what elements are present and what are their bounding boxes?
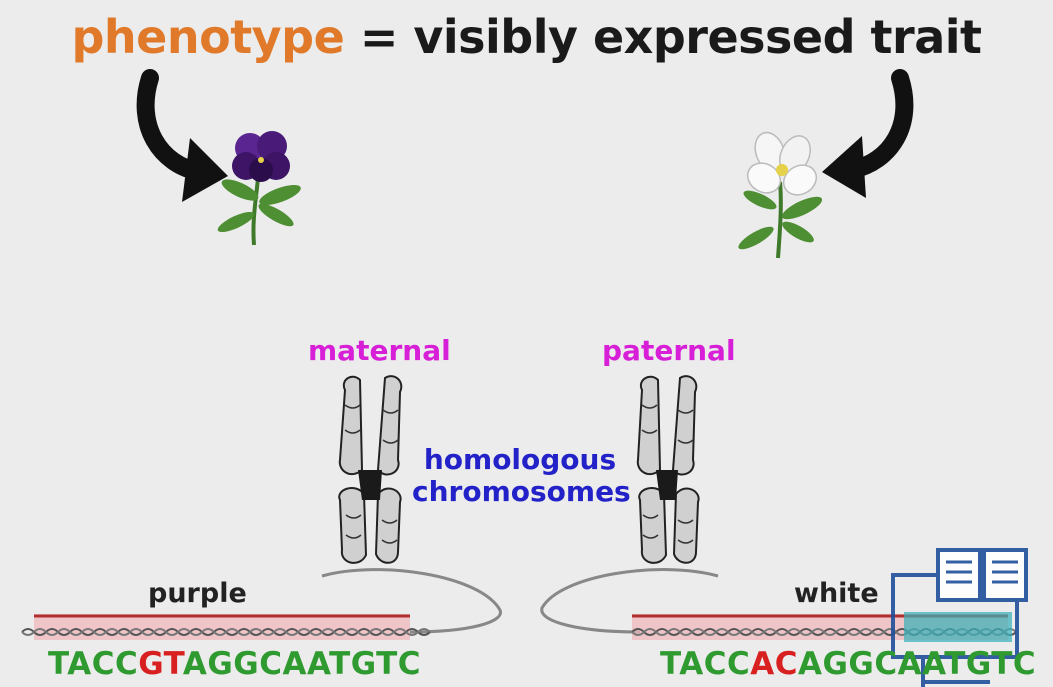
maternal-label: maternal: [308, 334, 451, 367]
page-title: phenotype = visibly expressed trait: [0, 10, 1053, 64]
left-dna-sequence: TACCGTAGGCAATGTC: [48, 646, 421, 682]
homologous-line1: homologous: [423, 443, 617, 476]
title-term: phenotype: [71, 10, 345, 64]
right-seq-mutation: AC: [750, 646, 798, 682]
curved-arrow-icon: [136, 69, 228, 202]
paternal-label: paternal: [602, 334, 736, 367]
curved-arrow-icon: [822, 69, 914, 198]
dna-strand-icon: [21, 568, 502, 640]
left-seq-prefix: TACC: [48, 646, 139, 682]
right-seq-prefix: TACC: [660, 646, 751, 682]
title-definition: = visibly expressed trait: [359, 10, 982, 64]
watermark-logo-icon: [891, 548, 1028, 687]
white-flower-icon: [738, 131, 823, 259]
left-seq-mutation: GT: [138, 646, 183, 682]
left-seq-suffix: AGGCAATGTC: [182, 646, 422, 682]
purple-flower-icon: [217, 131, 301, 246]
right-seq-suffix: AGGCAATGTC: [797, 646, 1037, 682]
right-dna-sequence: TACCACAGGCAATGTC: [660, 646, 1036, 682]
homologous-chromosomes-label: homologous chromosomes: [412, 443, 631, 508]
homologous-line2: chromosomes: [412, 475, 631, 508]
chromosome-icon: [338, 375, 403, 564]
right-trait-label: white: [794, 578, 879, 609]
chromosome-icon: [636, 375, 700, 564]
left-trait-label: purple: [148, 578, 247, 609]
